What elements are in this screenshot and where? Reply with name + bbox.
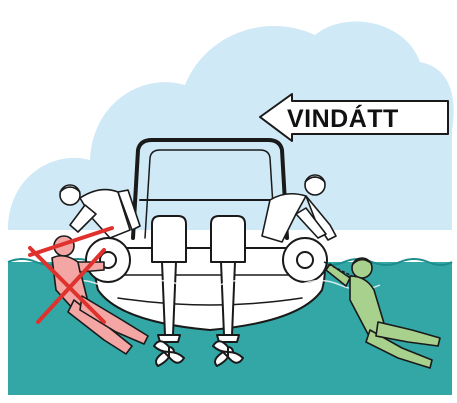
wind-direction-arrow: VINDÁTT: [260, 94, 448, 141]
wind-label: VINDÁTT: [287, 104, 399, 133]
